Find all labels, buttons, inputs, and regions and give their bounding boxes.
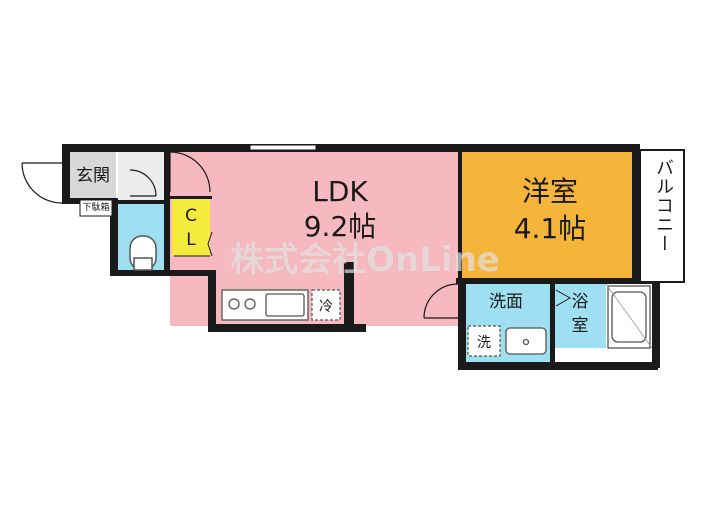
hall-floor bbox=[118, 150, 168, 200]
balcony-label: バルコニー bbox=[653, 158, 674, 253]
shoe-box-label: 下駄箱 bbox=[82, 203, 110, 213]
fridge-space bbox=[311, 289, 341, 321]
closet-area bbox=[172, 198, 210, 256]
entrance-door bbox=[21, 162, 63, 204]
toilet-fixture bbox=[129, 235, 157, 271]
washroom-label: 洗面 bbox=[489, 292, 523, 312]
ldk-size: 9.2帖 bbox=[303, 210, 377, 243]
washer-label: 洗 bbox=[477, 335, 491, 351]
ldk-window bbox=[249, 144, 317, 151]
washer-space bbox=[467, 325, 501, 357]
bath-label-line2: 室 bbox=[571, 316, 589, 336]
balcony bbox=[639, 149, 685, 283]
bath-label: 浴室 bbox=[556, 292, 604, 312]
entrance-floor bbox=[68, 150, 116, 200]
ldk-label: LDK bbox=[312, 175, 368, 208]
fridge-label: 冷 bbox=[319, 299, 333, 315]
hall-door bbox=[129, 169, 157, 197]
closet-label-l: L bbox=[186, 230, 196, 250]
ldk-door bbox=[169, 151, 211, 193]
western-room-size: 4.1帖 bbox=[513, 212, 587, 245]
bath-room bbox=[554, 284, 606, 348]
closet-label-c: C bbox=[185, 206, 197, 226]
bath-door bbox=[555, 289, 572, 307]
bath-label-line1: 浴 bbox=[571, 292, 589, 312]
western-room bbox=[462, 152, 632, 278]
entrance-label: 玄関 bbox=[76, 166, 110, 186]
shoe-box bbox=[79, 199, 113, 217]
closet-door bbox=[174, 231, 213, 257]
wash-basin bbox=[505, 327, 547, 355]
kitchen-counter bbox=[221, 289, 309, 321]
washroom-door bbox=[423, 283, 459, 319]
western-room-label: 洋室 bbox=[521, 175, 578, 208]
interior-walls bbox=[116, 152, 555, 364]
